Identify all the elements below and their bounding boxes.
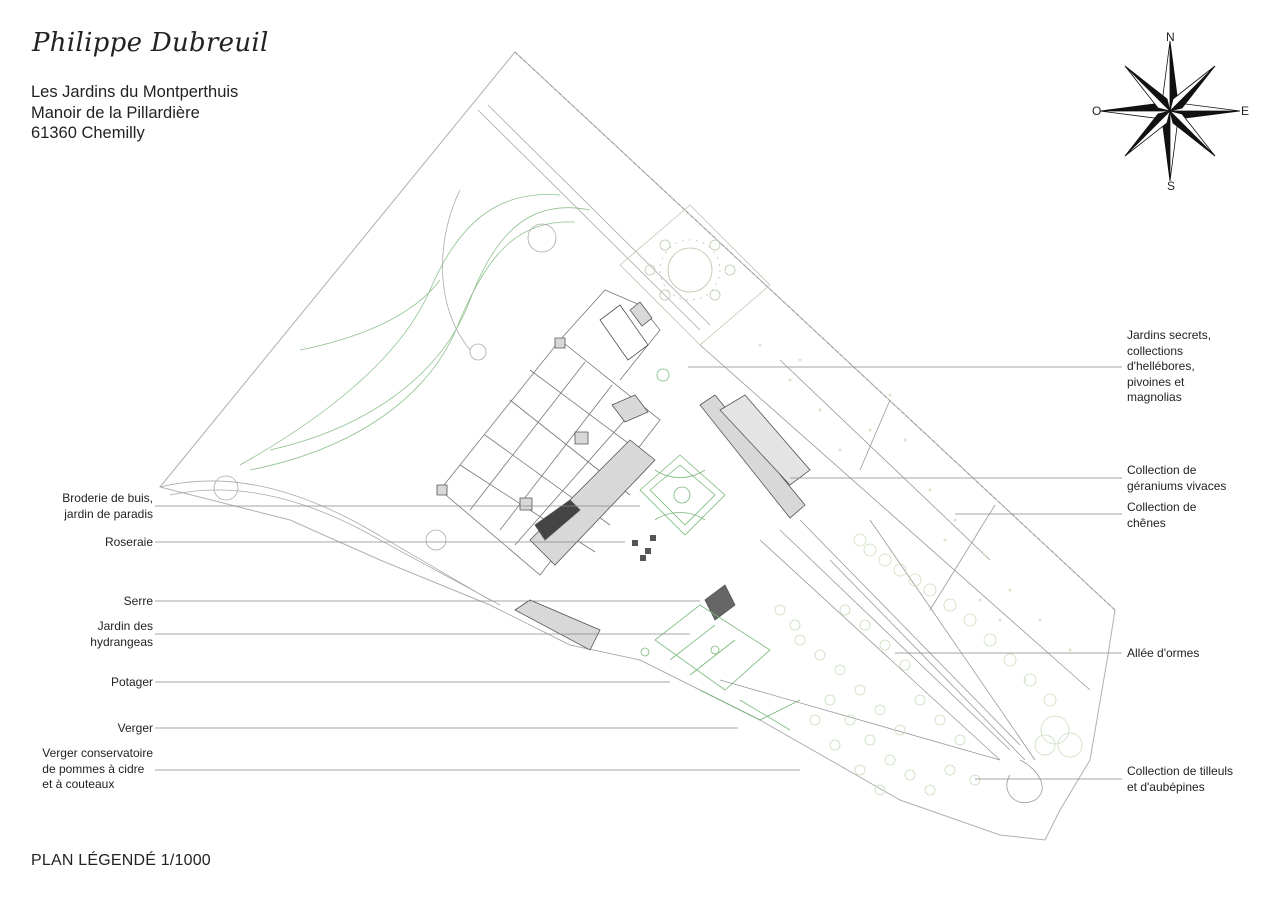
legend-allee-ormes: Allée d'ormes (1127, 646, 1200, 660)
buildings (436, 301, 811, 651)
property-outline (159, 51, 1116, 841)
address-line-1: Les Jardins du Montperthuis (31, 83, 239, 101)
paths (159, 104, 711, 606)
address-block: Les Jardins du Montperthuis Manoir de la… (31, 82, 238, 144)
plan-title: PLAN LÉGENDÉ 1/1000 (31, 852, 211, 869)
rose-squares (632, 535, 656, 561)
legend-verger-conservatoire: Verger conservatoire de pommes à cidre e… (42, 746, 153, 791)
compass-west-label: O (1092, 104, 1102, 118)
legend-hydrangeas: Jardin des hydrangeas (90, 619, 153, 649)
meadow-curves (239, 194, 591, 471)
address-line-2: Manoir de la Pillardière (31, 103, 200, 122)
address-line-3: 61360 Chemilly (31, 124, 145, 142)
compass-south-label: S (1167, 179, 1176, 193)
legend-serre: Serre (123, 594, 153, 608)
trees (774, 533, 1083, 796)
compass-north-label: N (1166, 30, 1175, 44)
compass-rose (1099, 40, 1241, 182)
alleys (699, 344, 1091, 804)
secret-garden (619, 204, 771, 346)
legend-verger: Verger (117, 721, 153, 735)
legend-potager: Potager (110, 675, 153, 689)
parterre (639, 454, 726, 536)
leader-lines-left (155, 505, 800, 771)
legend-tilleuls: Collection de tilleuls et d'aubépines (1127, 764, 1234, 794)
legend-roseraie: Roseraie (104, 535, 153, 549)
signature: Philippe Dubreuil (32, 28, 269, 58)
legend-chenes: Collection de chênes (1127, 500, 1197, 530)
legend-jardins-secrets: Jardins secrets, collections d'hellébore… (1127, 328, 1212, 404)
tree-dots-light (758, 343, 1072, 682)
compass-east-label: E (1241, 104, 1250, 118)
leader-lines-right (688, 366, 1122, 780)
legend-geraniums: Collection de géraniums vivaces (1127, 463, 1227, 493)
vegetable-garden (640, 368, 801, 731)
boundary-dashed (514, 51, 1116, 611)
legend-broderie: Broderie de buis, jardin de paradis (62, 491, 153, 521)
